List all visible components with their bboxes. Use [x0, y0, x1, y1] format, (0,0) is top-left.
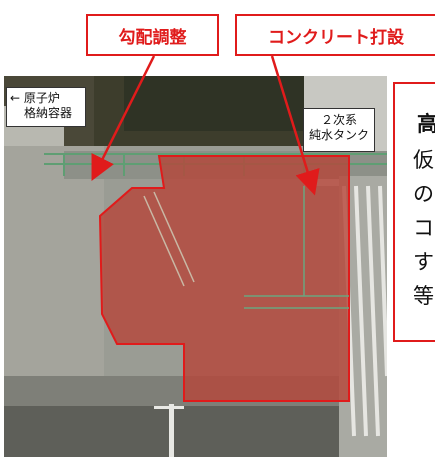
- explanation-box: [393, 82, 435, 342]
- grade-adjustment-label: 勾配調整: [86, 14, 219, 56]
- tank-tag-line1: ２次系: [320, 113, 357, 127]
- explanation-line-5: 等: [413, 284, 434, 308]
- tank-tag-line2: 純水タンク: [308, 128, 369, 142]
- explanation-line-2: の: [413, 182, 434, 206]
- concrete-placement-area: [98, 155, 350, 402]
- pure-water-tank-tag: ２次系 純水タンク: [303, 108, 375, 152]
- explanation-line-3: コ: [413, 216, 434, 240]
- concrete-placement-label: コンクリート打設: [235, 14, 435, 56]
- explanation-heading: 高: [417, 112, 435, 136]
- explanation-line-1: 仮: [413, 148, 434, 172]
- reactor-tag-line1: ← 原子炉: [10, 91, 60, 105]
- explanation-line-4: す: [413, 250, 434, 274]
- reactor-containment-tag: ← 原子炉 格納容器: [6, 87, 86, 127]
- ladder: [143, 191, 195, 287]
- reactor-tag-line2: 格納容器: [24, 106, 73, 120]
